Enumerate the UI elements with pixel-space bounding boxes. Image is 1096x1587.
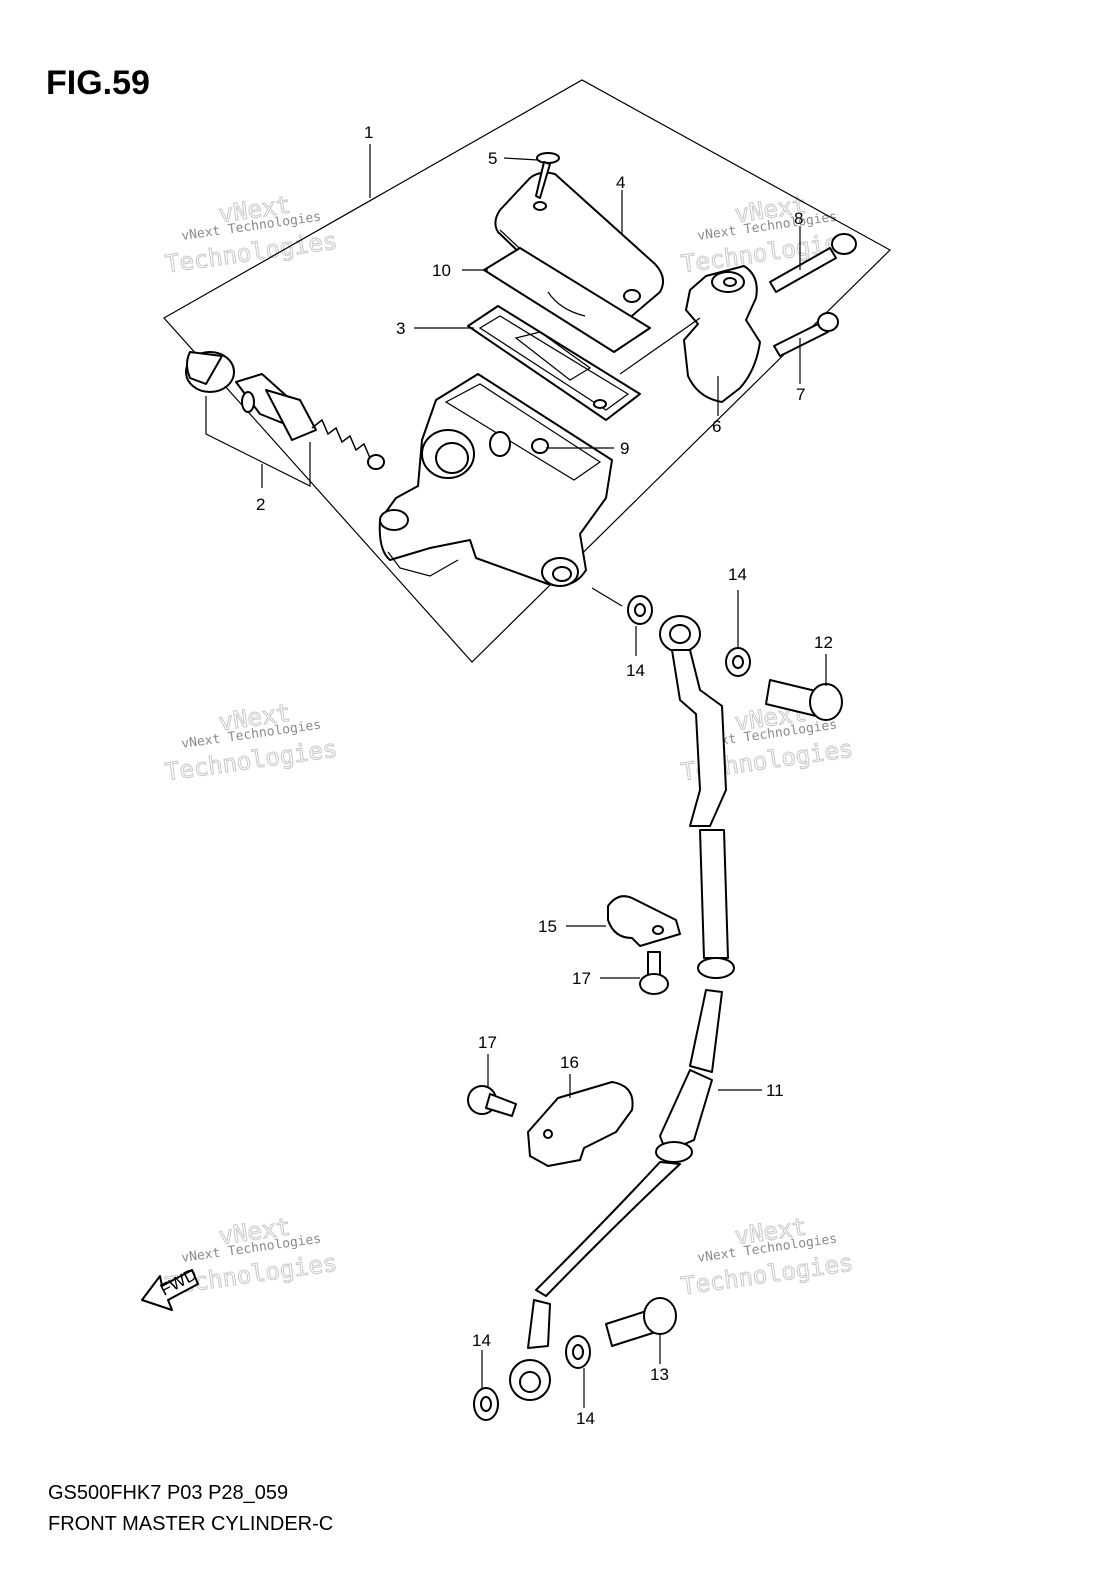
callout-1: 1 bbox=[364, 123, 373, 142]
callout-14-lower-left: 14 bbox=[472, 1331, 491, 1350]
master-cylinder-body bbox=[378, 373, 613, 587]
figure-title: FIG.59 bbox=[46, 64, 150, 102]
clamp-15 bbox=[607, 895, 681, 947]
assembly-outline bbox=[163, 79, 891, 663]
diaphragm-plate bbox=[483, 247, 651, 353]
clamp-16 bbox=[527, 1081, 634, 1167]
watermark-mid-left: vNext vNext Technologies Technologies bbox=[163, 698, 340, 787]
callout-12: 12 bbox=[814, 633, 833, 652]
callout-6: 6 bbox=[712, 417, 721, 436]
brake-hose bbox=[509, 615, 735, 1401]
union-bolt-13 bbox=[605, 1297, 677, 1347]
callouts: 1 2 3 4 5 6 7 8 9 10 11 12 13 14 14 14 1… bbox=[256, 123, 833, 1428]
callout-2: 2 bbox=[256, 495, 265, 514]
bolt-17-upper bbox=[639, 951, 669, 995]
gasket-14-lower-a bbox=[473, 1387, 499, 1421]
bolt-8 bbox=[769, 233, 857, 293]
diaphragm bbox=[467, 305, 641, 421]
callout-10: 10 bbox=[432, 261, 451, 280]
callout-7: 7 bbox=[796, 385, 805, 404]
callout-14-upper-left: 14 bbox=[626, 661, 645, 680]
model-code: GS500FHK7 P03 P28_059 bbox=[48, 1482, 289, 1504]
callout-5: 5 bbox=[488, 149, 497, 168]
leader-lines bbox=[205, 144, 827, 1408]
bolt-7 bbox=[773, 312, 839, 357]
diagram-name: FRONT MASTER CYLINDER-C bbox=[48, 1513, 334, 1535]
watermark-top-left: vNext vNext Technologies Technologies bbox=[163, 190, 340, 279]
callout-17-lower: 17 bbox=[478, 1033, 497, 1052]
gasket-14-upper-b bbox=[725, 647, 751, 677]
fwd-arrow: FWD bbox=[141, 1265, 200, 1311]
gasket-14-lower-b bbox=[565, 1335, 591, 1369]
watermark-top-right: vNext vNext Technologies Technologies bbox=[679, 190, 856, 279]
bolt-17-lower bbox=[467, 1085, 517, 1117]
callout-4: 4 bbox=[616, 173, 625, 192]
callout-14-upper-right: 14 bbox=[728, 565, 747, 584]
callout-13: 13 bbox=[650, 1365, 669, 1384]
callout-3: 3 bbox=[396, 319, 405, 338]
piston-set bbox=[185, 351, 385, 470]
callout-9: 9 bbox=[620, 439, 629, 458]
callout-11: 11 bbox=[766, 1081, 784, 1100]
callout-8: 8 bbox=[794, 209, 803, 228]
callout-17-upper: 17 bbox=[572, 969, 591, 988]
callout-14-lower-right: 14 bbox=[576, 1409, 595, 1428]
holder bbox=[683, 265, 761, 403]
gasket-14-upper-a bbox=[627, 595, 653, 625]
cap-screw bbox=[535, 152, 560, 199]
screw-9 bbox=[531, 438, 549, 454]
callout-16: 16 bbox=[560, 1053, 579, 1072]
callout-15: 15 bbox=[538, 917, 557, 936]
watermark-bottom-right: vNext vNext Technologies Technologies bbox=[679, 1212, 856, 1301]
